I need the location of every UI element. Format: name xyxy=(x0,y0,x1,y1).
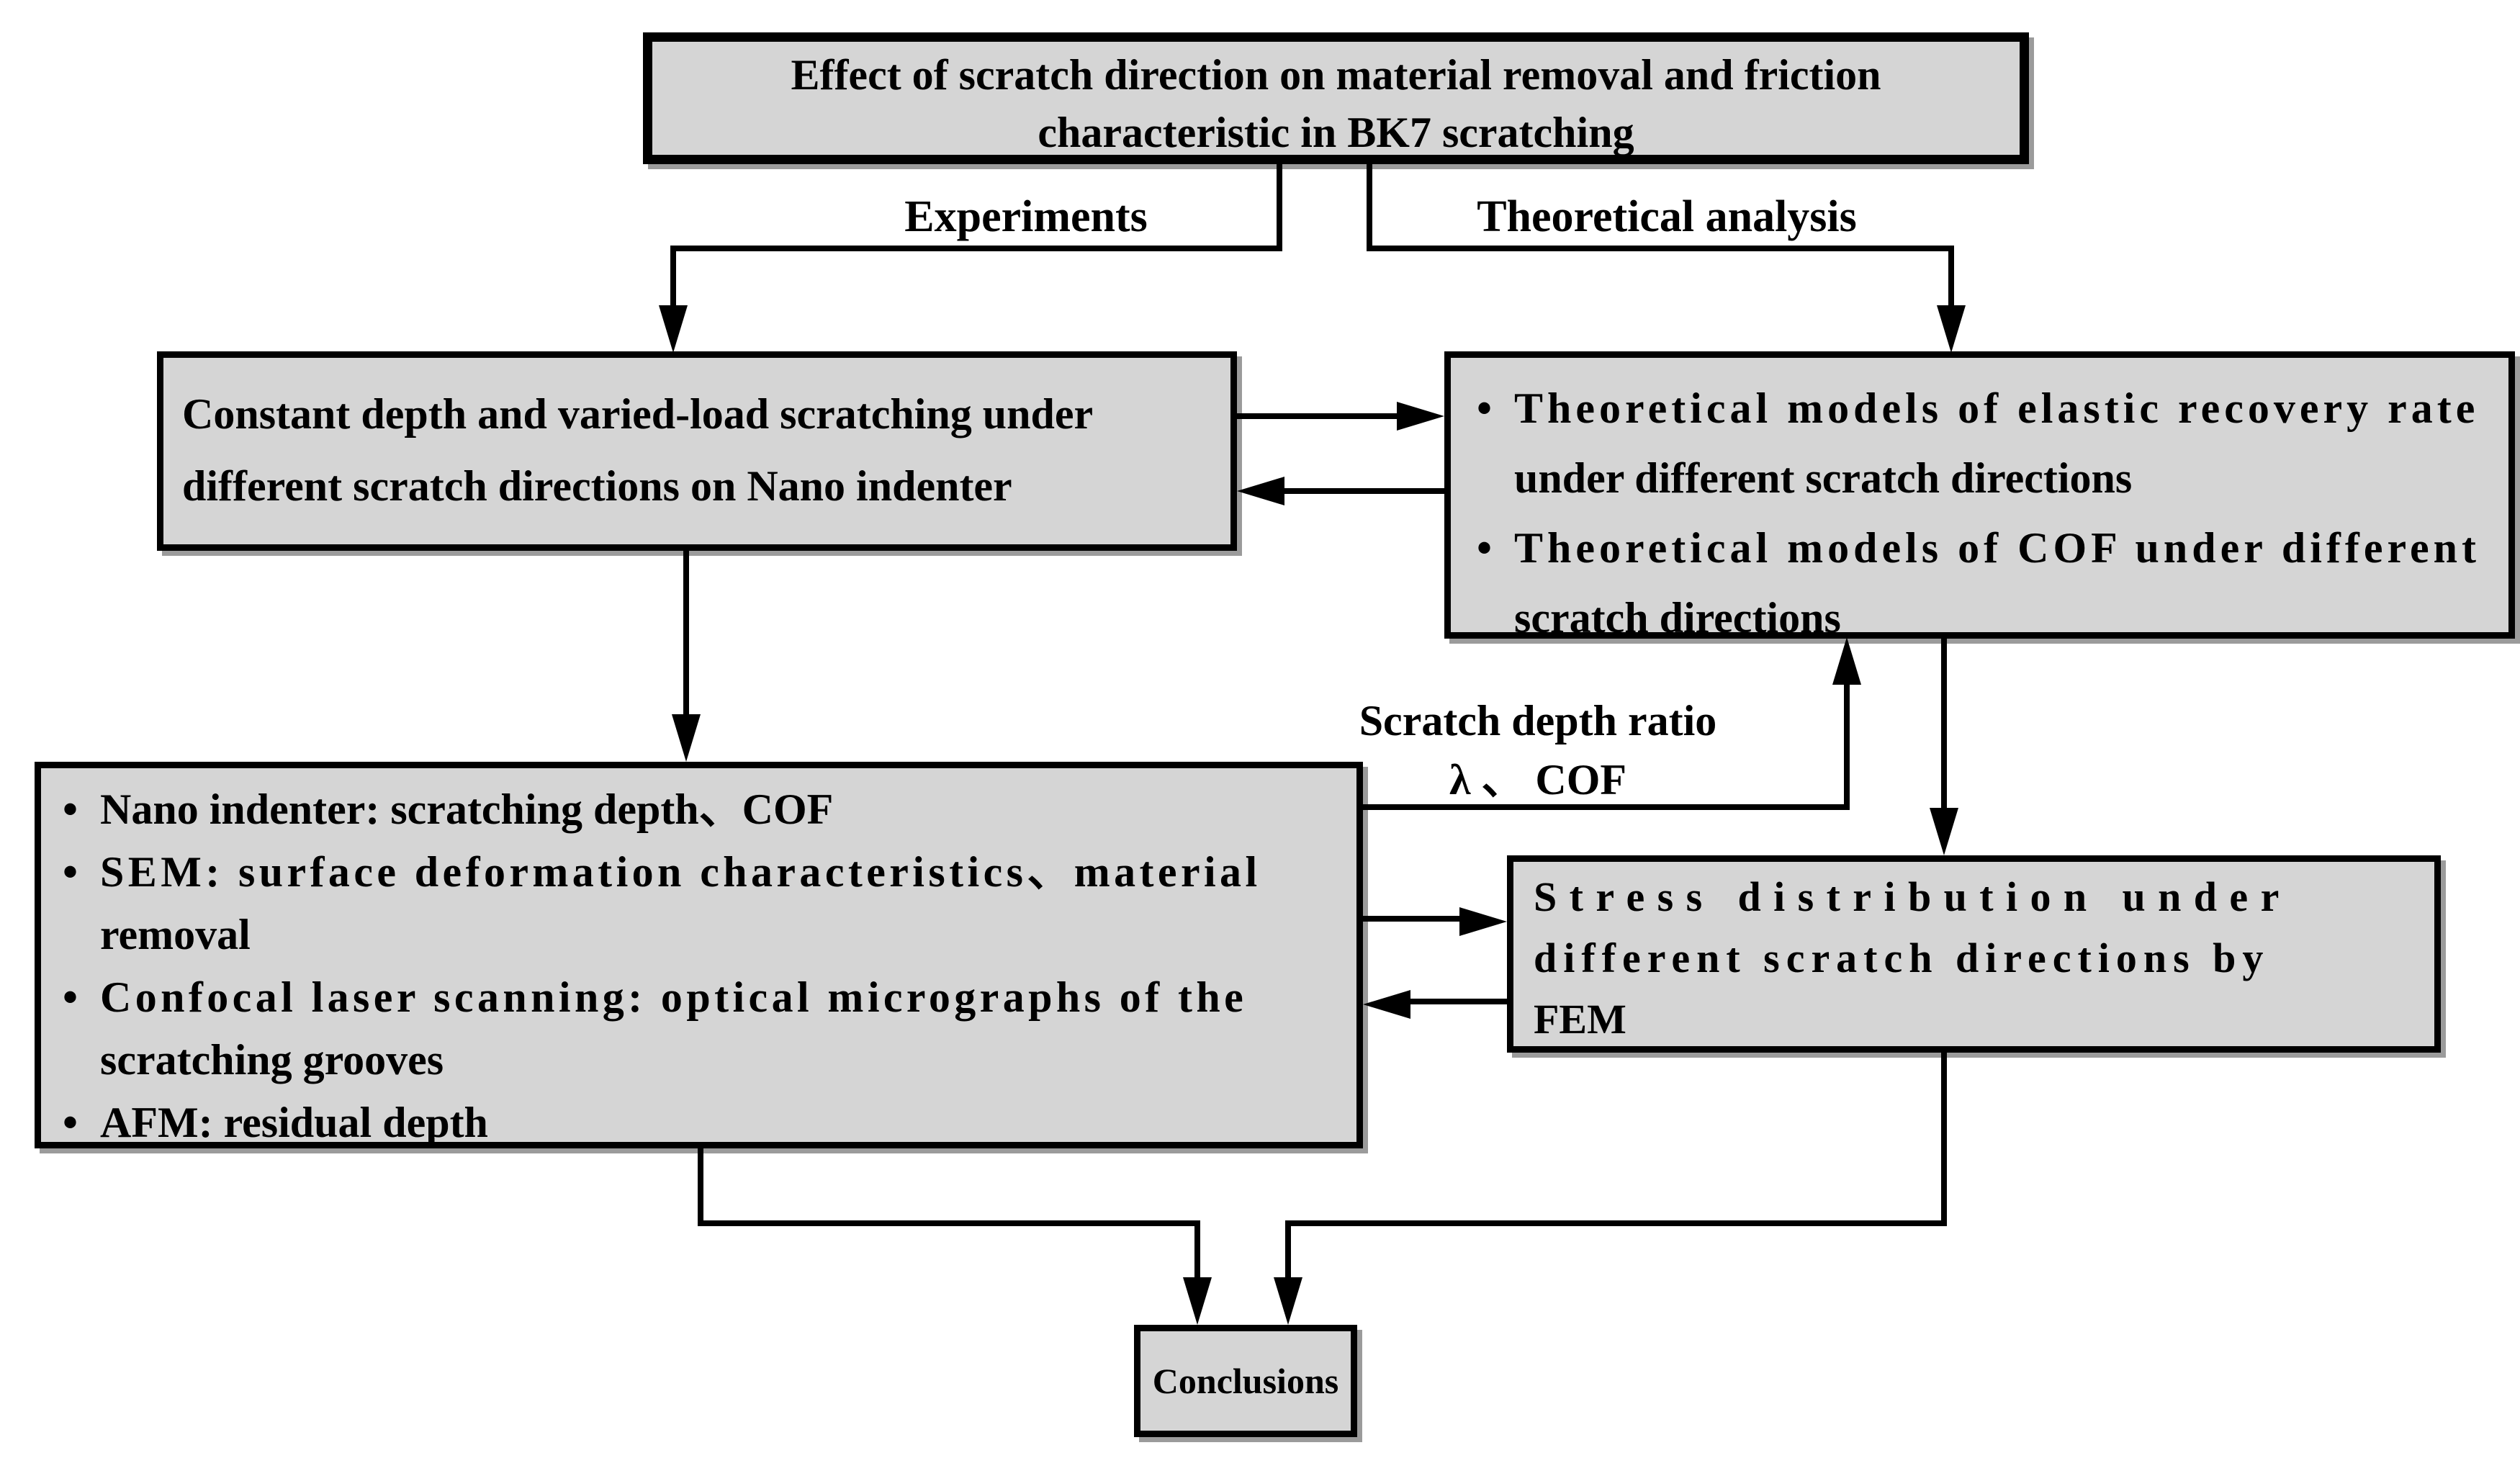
experiment-line: different scratch directions on Nano ind… xyxy=(182,462,1012,510)
arrowhead-into-experiment-box xyxy=(659,305,688,353)
node-scratching-experiments: Constant depth and varied-load scratchin… xyxy=(157,351,1237,551)
connector-merge-right xyxy=(1285,1220,1947,1226)
list-item: • SEM: surface deformation characteristi… xyxy=(63,841,1356,904)
connector-into-experiment-box xyxy=(670,246,676,307)
connector-experiments-elbow xyxy=(670,246,1282,251)
arrowhead-stress-to-measurement xyxy=(1363,990,1410,1019)
list-item: • Theoretical models of COF under differ… xyxy=(1477,513,2508,583)
measurement-line: AFM: residual depth xyxy=(100,1099,488,1146)
connector-stress-to-measurement xyxy=(1410,999,1507,1004)
connector-experiment-to-theory xyxy=(1237,413,1397,419)
bullet-icon: • xyxy=(63,973,78,1021)
connector-measurement-to-stress xyxy=(1363,916,1459,922)
list-item: removal xyxy=(63,904,1356,966)
measurement-line: removal xyxy=(100,911,251,958)
list-item: scratch directions xyxy=(1477,583,2508,653)
label-theoretical-branch: Theoretical analysis xyxy=(1477,192,1857,241)
arrowhead-into-theory-box xyxy=(1937,305,1966,353)
bullet-icon: • xyxy=(1477,384,1493,432)
arrowhead-left-into-conclusions xyxy=(1183,1277,1212,1325)
measurement-line: Nano indenter: scratching depth、COF xyxy=(100,786,834,833)
connector-title-split-left xyxy=(1277,161,1282,248)
title-line: characteristic in BK7 scratching xyxy=(1038,109,1634,156)
connector-theory-to-stress xyxy=(1941,636,1947,808)
list-item: under different scratch directions xyxy=(1477,444,2508,513)
measurement-line: SEM: surface deformation characteristics… xyxy=(100,848,1261,896)
connector-experiment-to-measurement xyxy=(683,549,689,714)
list-item: • AFM: residual depth xyxy=(63,1092,1356,1154)
connector-title-split-right xyxy=(1367,161,1372,248)
connector-lambda-up xyxy=(1844,682,1850,810)
connector-measurement-down xyxy=(698,1146,703,1226)
measurement-line: Confocal laser scanning: optical microgr… xyxy=(100,973,1248,1021)
conclusions-label: Conclusions xyxy=(1152,1361,1339,1401)
connector-stress-down xyxy=(1941,1050,1947,1226)
connector-merge-right-drop xyxy=(1285,1220,1291,1277)
connector-into-theory-box xyxy=(1948,246,1954,307)
arrowhead-experiment-to-theory xyxy=(1397,402,1444,431)
ratio-line: Scratch depth ratio xyxy=(1359,697,1717,744)
arrowhead-measurement-to-stress xyxy=(1459,907,1507,936)
list-item: • Nano indenter: scratching depth、COF xyxy=(63,778,1356,841)
arrowhead-right-into-conclusions xyxy=(1274,1277,1302,1325)
stress-line: different scratch directions by xyxy=(1534,935,2270,981)
connector-theory-to-experiment xyxy=(1284,488,1444,494)
arrowhead-into-measurement-box xyxy=(672,714,701,762)
bullet-icon: • xyxy=(63,848,78,896)
connector-merge-left xyxy=(698,1220,1200,1226)
node-theoretical-models: • Theoretical models of elastic recovery… xyxy=(1444,351,2515,642)
connector-theoretical-elbow xyxy=(1367,246,1954,251)
experiment-line: Constant depth and varied-load scratchin… xyxy=(182,390,1094,438)
node-research-topic: Effect of scratch direction on material … xyxy=(643,32,2029,164)
label-scratch-depth-ratio: Scratch depth ratio λ 、 COF xyxy=(1336,691,1740,809)
label-experiments-branch: Experiments xyxy=(904,192,1148,241)
list-item: • Confocal laser scanning: optical micro… xyxy=(63,966,1356,1029)
theory-line: scratch directions xyxy=(1514,594,1841,642)
bullet-icon: • xyxy=(1477,524,1493,572)
connector-lambda-horizontal xyxy=(1363,804,1847,810)
list-item: scratching grooves xyxy=(63,1029,1356,1092)
list-item: • Theoretical models of elastic recovery… xyxy=(1477,374,2508,444)
theory-line: Theoretical models of COF under differen… xyxy=(1514,524,2480,572)
measurement-line: scratching grooves xyxy=(100,1036,444,1084)
theory-line: under different scratch directions xyxy=(1514,454,2133,502)
node-conclusions: Conclusions xyxy=(1134,1325,1357,1437)
bullet-icon: • xyxy=(63,786,78,833)
arrowhead-lambda-into-theory xyxy=(1832,637,1861,685)
title-line: Effect of scratch direction on material … xyxy=(791,51,1881,99)
stress-line: FEM xyxy=(1534,996,1626,1043)
connector-merge-left-drop xyxy=(1194,1220,1200,1277)
bullet-icon: • xyxy=(63,1099,78,1146)
stress-line: Stress distribution under xyxy=(1534,873,2292,920)
node-measurement-methods: • Nano indenter: scratching depth、COF • … xyxy=(35,762,1363,1148)
ratio-line: λ 、 COF xyxy=(1449,756,1627,804)
arrowhead-into-stress-box xyxy=(1930,808,1958,855)
node-fem-stress: Stress distribution under different scra… xyxy=(1507,855,2441,1053)
theory-line: Theoretical models of elastic recovery r… xyxy=(1514,384,2480,432)
arrowhead-theory-to-experiment xyxy=(1237,477,1284,505)
